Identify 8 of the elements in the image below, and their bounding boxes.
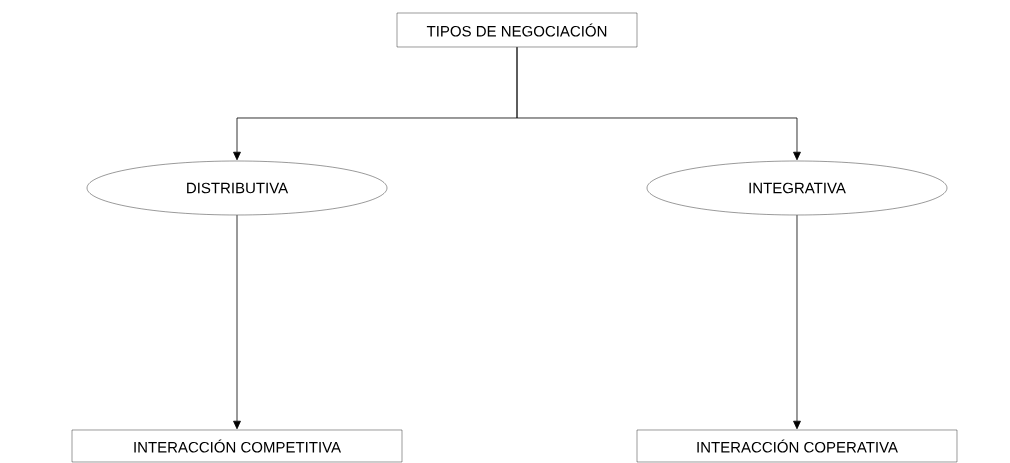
arrow <box>516 46 801 161</box>
process-box: TIPOS DE NEGOCIACIÓN <box>396 12 638 48</box>
ellipse-node: INTEGRATIVA <box>646 160 948 216</box>
process-box: INTERACCIÓN COMPETITIVA <box>71 429 403 463</box>
ellipse-node: DISTRIBUTIVA <box>86 160 388 216</box>
arrow <box>793 214 801 430</box>
process-box: INTERACCIÓN COPERATIVA <box>636 429 958 463</box>
arrow <box>233 214 241 430</box>
